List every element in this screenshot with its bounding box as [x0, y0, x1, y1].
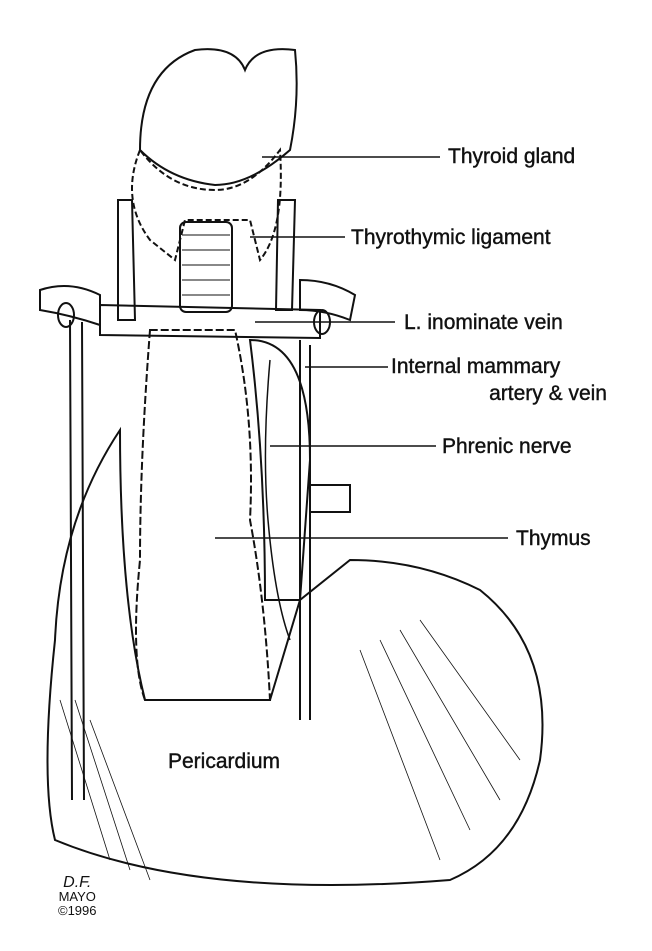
signature-copyright: ©1996 [58, 903, 97, 918]
left-jugular-vein [274, 199, 297, 311]
thymus [135, 329, 272, 701]
hatching [59, 619, 521, 881]
right-internal-mammary [69, 319, 85, 801]
signature-name: MAYO [58, 889, 96, 904]
label-internal-mammary-line2: artery & vein [489, 382, 607, 405]
artist-signature: D.F. MAYO ©1996 [58, 874, 97, 918]
thyroid-cartilage [138, 48, 298, 187]
phrenic-nerve [264, 359, 291, 641]
trachea [179, 221, 233, 313]
tracheal-rings [182, 234, 230, 296]
pulmonary-artery-stub [309, 484, 351, 513]
label-phrenic-nerve: Phrenic nerve [442, 435, 572, 458]
thyroid-gland [131, 147, 282, 263]
aorta [248, 338, 312, 601]
label-thyroid-gland: Thyroid gland [448, 145, 576, 168]
right-subclavian-opening [57, 302, 75, 328]
right-jugular-vein [117, 199, 137, 321]
pericardium [46, 426, 544, 886]
left-internal-mammary [299, 340, 311, 720]
label-l-inominate-vein: L. inominate vein [404, 311, 563, 334]
label-thyrothymic-ligament: Thyrothymic ligament [351, 226, 551, 249]
label-thymus: Thymus [516, 527, 591, 550]
signature-initials: D.F. [63, 874, 92, 891]
label-internal-mammary-line1: Internal mammary [391, 355, 561, 378]
label-pericardium: Pericardium [168, 750, 281, 773]
l-inominate-vein [99, 303, 321, 340]
